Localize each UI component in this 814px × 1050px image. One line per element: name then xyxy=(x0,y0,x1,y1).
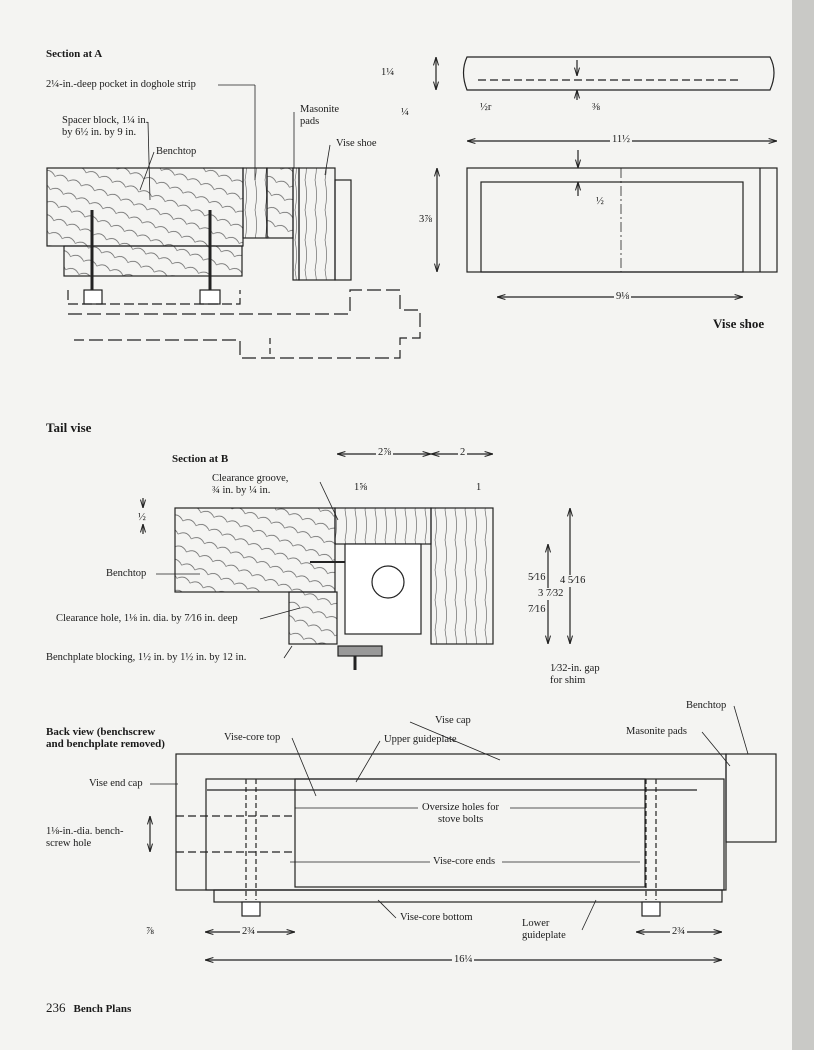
label-oversize-line2: stove bolts xyxy=(438,814,484,825)
label-gap-line1: 1⁄32-in. gap xyxy=(550,663,600,674)
label-pocket: 2¼-in.-deep pocket in doghole strip xyxy=(46,79,196,90)
label-benchtop-back: Benchtop xyxy=(686,700,727,711)
label-vise-cap: Vise cap xyxy=(435,715,471,726)
label-gap-line2: for shim xyxy=(550,675,586,686)
dim-b-b: 2 xyxy=(458,447,468,459)
label-lower-line1: Lower xyxy=(522,918,550,929)
dim-shoe-length: 11½ xyxy=(610,134,632,146)
label-lower-line2: guideplate xyxy=(522,930,566,941)
label-core-ends: Vise-core ends xyxy=(433,856,496,867)
label-core-bottom: Vise-core bottom xyxy=(400,912,473,923)
heading-section-b: Section at B xyxy=(172,453,229,465)
dim-b-d: 1 xyxy=(476,482,482,493)
label-masonite-pads: Masonite pads xyxy=(626,726,687,737)
vise-shoe-plan xyxy=(437,141,778,297)
dim-back-left-bolt: 2¾ xyxy=(240,926,258,938)
heading-section-a: Section at A xyxy=(46,48,103,60)
dim-shoe-half: ½ xyxy=(596,196,604,207)
label-vise-shoe-a: Vise shoe xyxy=(336,138,377,149)
vise-shoe-profile xyxy=(436,56,775,100)
section-b-drawing xyxy=(143,454,570,670)
dim-shoe-width: 3⅞ xyxy=(419,214,433,226)
dim-b-g: 3 7⁄32 xyxy=(538,588,564,600)
dim-shoe-height: 1¼ xyxy=(381,67,395,78)
label-masonite-line2: pads xyxy=(300,116,320,127)
dim-back-left: ⅞ xyxy=(146,926,154,937)
label-blocking: Benchplate blocking, 1½ in. by 1½ in. by… xyxy=(46,652,247,663)
label-upper-guideplate: Upper guideplate xyxy=(384,734,457,745)
dim-b-a: 2⅞ xyxy=(376,447,394,459)
label-masonite-line1: Masonite xyxy=(300,104,340,115)
heading-vise-shoe: Vise shoe xyxy=(713,316,765,331)
heading-back-view-line1: Back view (benchscrew xyxy=(46,726,156,738)
dim-b-c: 1⅝ xyxy=(354,482,368,493)
page-footer: 236 Bench Plans xyxy=(46,1000,131,1016)
label-vise-core-top: Vise-core top xyxy=(224,732,281,743)
dim-shoe-three-eighths: ⅜ xyxy=(592,102,600,113)
label-groove-line2: ¾ in. by ¼ in. xyxy=(212,485,271,496)
label-screw-hole-line2: screw hole xyxy=(46,838,92,849)
label-vise-end-cap: Vise end cap xyxy=(89,778,143,789)
page-number: 236 xyxy=(46,1000,66,1015)
dim-b-f: 5⁄16 xyxy=(528,572,546,583)
label-groove-line1: Clearance groove, xyxy=(212,473,289,484)
label-spacer-line1: Spacer block, 1¼ in. xyxy=(62,115,149,126)
page-edge xyxy=(792,0,814,1050)
dim-b-e: ½ xyxy=(138,512,146,523)
heading-tail-vise: Tail vise xyxy=(46,420,92,435)
dim-back-right-bolt: 2¾ xyxy=(670,926,688,938)
dim-back-total: 16¼ xyxy=(452,954,475,966)
heading-back-view-line2: and benchplate removed) xyxy=(46,738,165,750)
label-benchtop-a: Benchtop xyxy=(156,146,197,157)
section-a-drawing xyxy=(46,167,421,359)
label-clearance-hole: Clearance hole, 1⅛ in. dia. by 7⁄16 in. … xyxy=(56,613,238,624)
dim-shoe-radius: ½r xyxy=(480,102,492,113)
dim-b-i: 7⁄16 xyxy=(528,604,546,615)
dim-shoe-quarter: ¼ xyxy=(401,107,409,118)
dim-shoe-inner: 9⅛ xyxy=(614,291,632,303)
label-benchtop-b: Benchtop xyxy=(106,568,147,579)
label-oversize-line1: Oversize holes for xyxy=(422,802,499,813)
running-title: Bench Plans xyxy=(73,1003,132,1015)
dim-b-h: 4 5⁄16 xyxy=(560,575,586,587)
label-spacer-line2: by 6½ in. by 9 in. xyxy=(62,127,137,138)
label-screw-hole-line1: 1⅛-in.-dia. bench- xyxy=(46,826,124,837)
